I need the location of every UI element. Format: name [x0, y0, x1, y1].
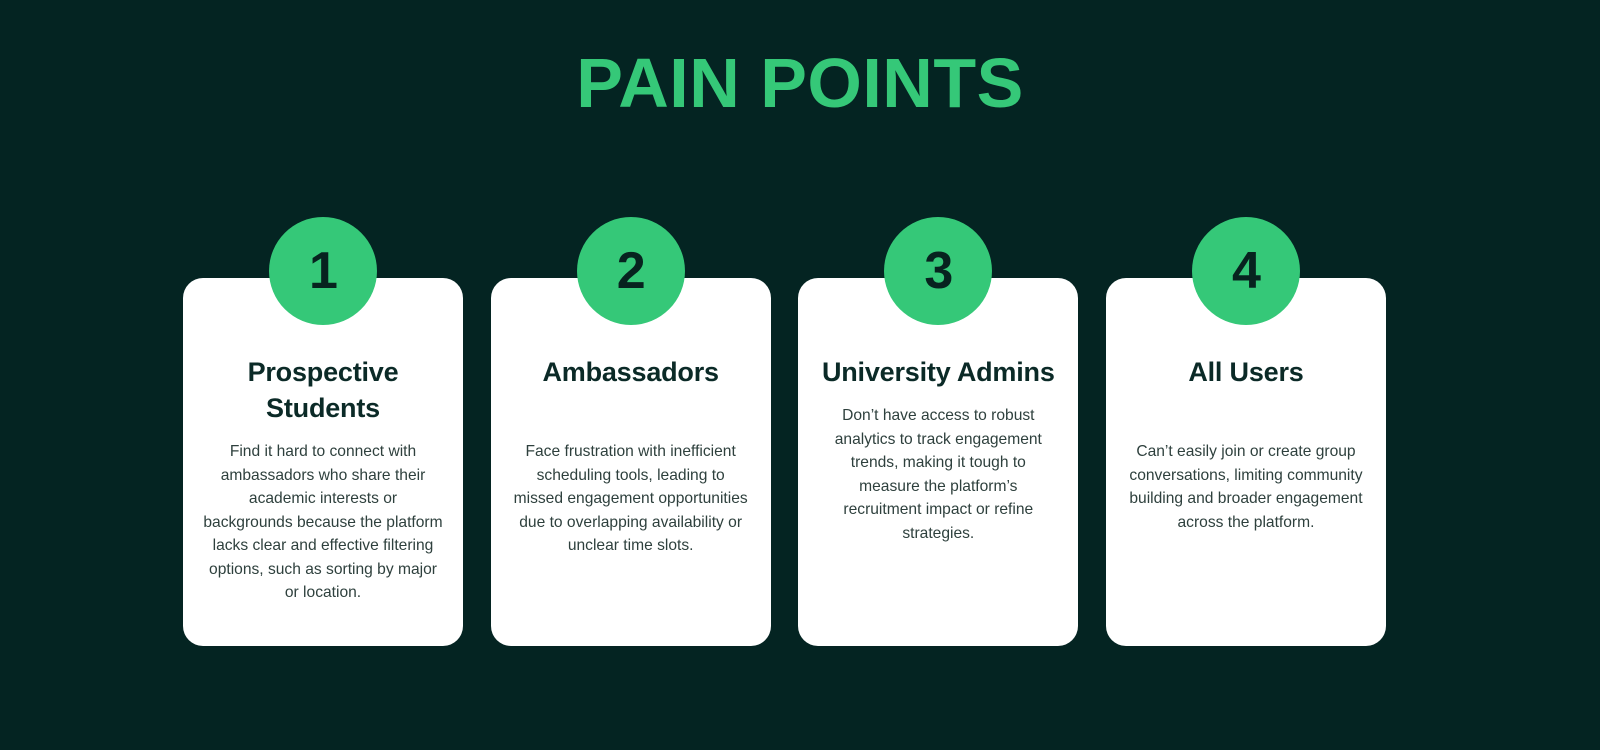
- card-body-text: Don’t have access to robust analytics to…: [834, 407, 1042, 542]
- card-title: University Admins: [821, 357, 1055, 387]
- card-number-badge-3: 3: [884, 217, 993, 325]
- card-panel-2: Ambassadors Face frustration with ineffi…: [490, 278, 771, 646]
- card-number-label: 1: [309, 242, 338, 300]
- page-title: PAIN POINTS: [576, 44, 1024, 122]
- card-number-badge-1: 1: [269, 217, 377, 325]
- card-body-text: Can’t easily join or create group conver…: [1129, 443, 1363, 531]
- pain-points-card-row: 1 Prospective Students Find it hard to c…: [183, 217, 1386, 647]
- pain-point-card-2: 2 Ambassadors Face frustration with inef…: [490, 217, 771, 647]
- card-body-text: Find it hard to connect with ambassadors…: [203, 443, 443, 601]
- card-panel-1: Prospective Students Find it hard to con…: [183, 278, 463, 646]
- card-number-label: 3: [924, 242, 953, 300]
- card-number-badge-4: 4: [1191, 217, 1300, 325]
- card-panel-3: University Admins Don’t have access to r…: [798, 278, 1079, 646]
- pain-point-card-1: 1 Prospective Students Find it hard to c…: [183, 217, 463, 647]
- card-number-badge-2: 2: [576, 217, 685, 325]
- card-body-text: Face frustration with inefficient schedu…: [513, 443, 748, 554]
- card-title: Prospective Students: [247, 357, 399, 423]
- card-number-label: 4: [1232, 242, 1261, 300]
- card-title: All Users: [1188, 357, 1304, 387]
- pain-point-card-3: 3 University Admins Don’t have access to…: [798, 217, 1079, 647]
- pain-point-card-4: 4 All Users Can’t easily join or create …: [1105, 217, 1386, 647]
- card-title: Ambassadors: [542, 357, 719, 387]
- card-panel-4: All Users Can’t easily join or create gr…: [1105, 278, 1386, 646]
- card-number-label: 2: [616, 242, 646, 300]
